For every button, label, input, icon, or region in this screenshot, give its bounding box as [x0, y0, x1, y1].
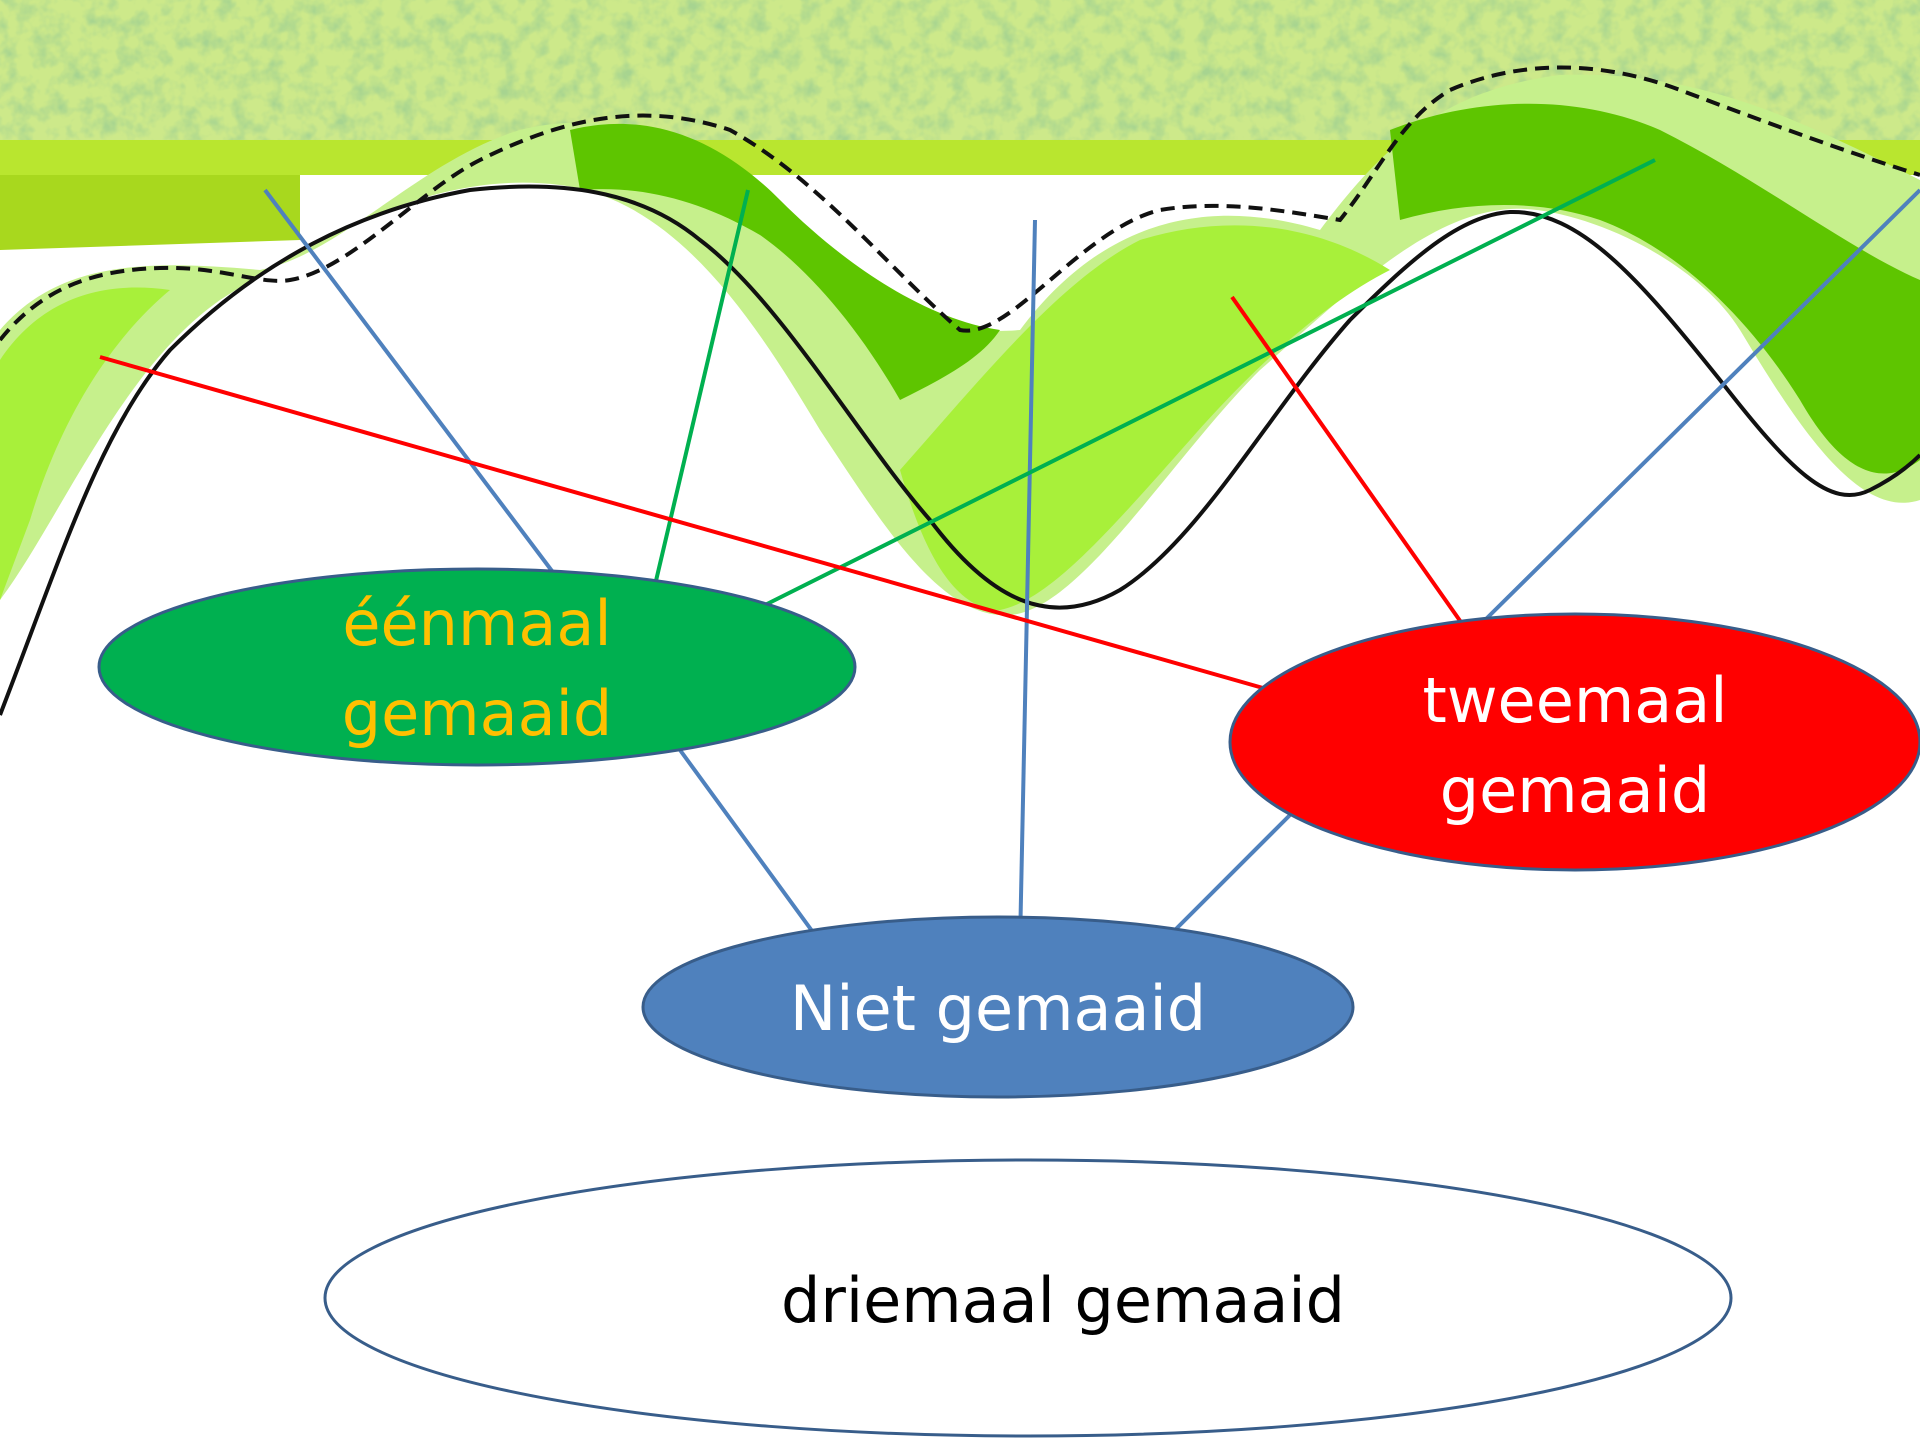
- blue-line-5: [1168, 813, 1292, 937]
- niet-gemaaid-ellipse: [641, 915, 1355, 1099]
- niet-gemaaid-label: Niet gemaaid: [790, 972, 1206, 1045]
- lime-zone-left: [0, 287, 170, 600]
- red-line-1: [99, 355, 1271, 692]
- green-zone-center: [570, 123, 1000, 400]
- blue-line-1: [263, 188, 557, 577]
- driemaal-gemaaid-label: driemaal gemaaid: [781, 1264, 1345, 1337]
- eenmaal-label-line2: gemaaid: [342, 677, 612, 750]
- blue-line-4: [678, 748, 817, 937]
- green-line-2: [764, 158, 1656, 607]
- dashed-boundary-line: [0, 65, 1920, 342]
- tweemaal-gemaaid-ellipse: [1228, 612, 1920, 872]
- lime-zone-middle: [900, 225, 1390, 610]
- blue-line-3: [1483, 188, 1920, 622]
- blue-line-2: [1018, 219, 1037, 946]
- solid-boundary-line: [0, 184, 1920, 716]
- tweemaal-label-line1: tweemaal: [1423, 664, 1728, 737]
- eenmaal-gemaaid-ellipse: [97, 567, 857, 767]
- green-zone-right: [1390, 103, 1920, 474]
- red-line-2: [1230, 295, 1465, 627]
- olive-strip-left: [0, 175, 300, 250]
- driemaal-gemaaid-ellipse: [323, 1158, 1733, 1438]
- eenmaal-label-line1: éénmaal: [342, 587, 611, 660]
- tweemaal-label-line2: gemaaid: [1440, 754, 1710, 827]
